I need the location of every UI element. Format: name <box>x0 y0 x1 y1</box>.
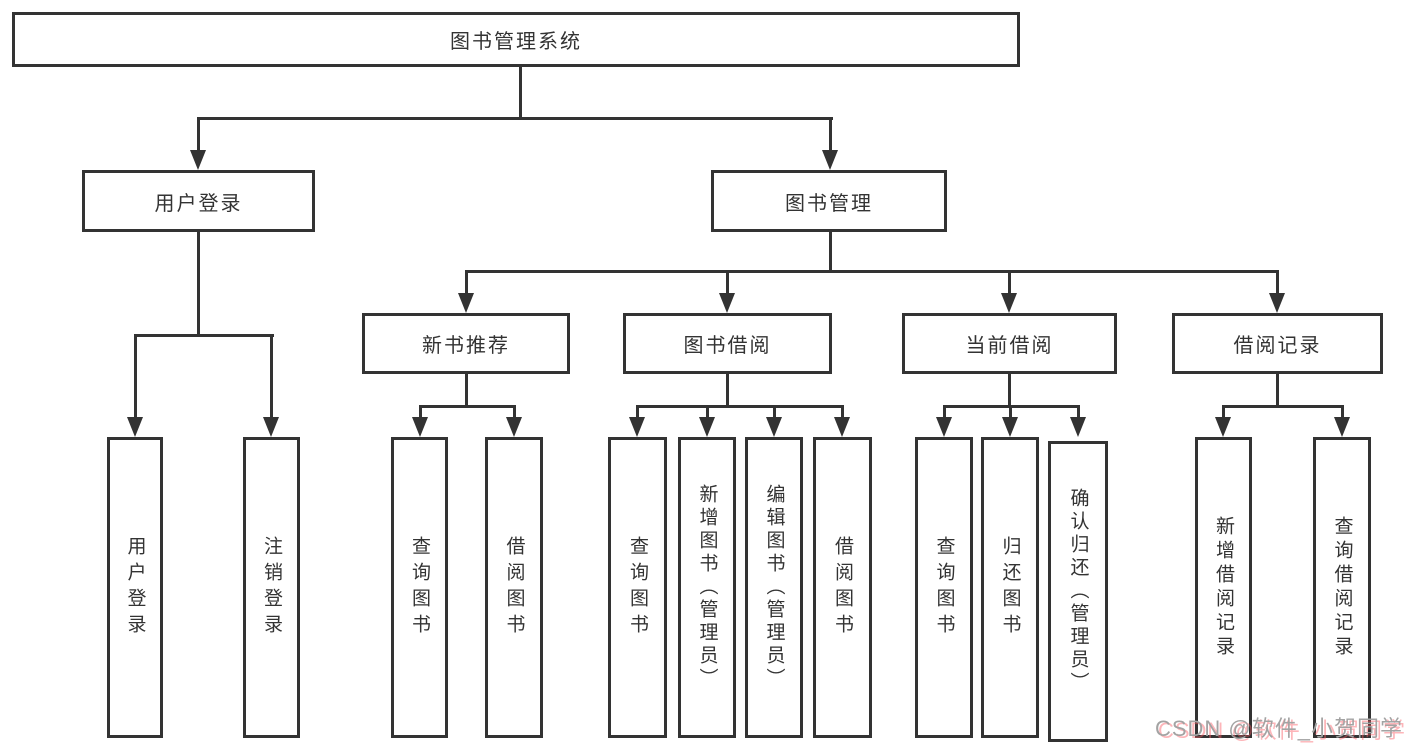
connector-line <box>197 232 200 337</box>
arrow-down-icon <box>1002 417 1018 437</box>
leaf-query-borrow-record: 查询借阅记录 <box>1313 437 1371 738</box>
connector-line <box>829 232 832 272</box>
arrow-down-icon <box>629 417 645 437</box>
arrow-down-icon <box>412 417 428 437</box>
connector-line <box>1009 405 1012 417</box>
node-user-login: 用户登录 <box>82 170 315 232</box>
leaf-label: 编辑图书（管理员） <box>763 484 785 691</box>
node-current-borrow: 当前借阅 <box>902 313 1117 374</box>
arrow-down-icon <box>834 417 850 437</box>
leaf-label: 新增借阅记录 <box>1213 515 1234 660</box>
arrow-down-icon <box>127 417 143 437</box>
leaf-user-login: 用户登录 <box>107 437 163 738</box>
connector-line <box>773 405 776 417</box>
connector-line <box>513 405 516 417</box>
node-book-borrow: 图书借阅 <box>623 313 832 374</box>
arrow-down-icon <box>766 417 782 437</box>
connector-line <box>1008 270 1011 293</box>
arrow-down-icon <box>263 417 279 437</box>
leaf-query-book-borrow: 查询图书 <box>608 437 667 738</box>
connector-line <box>1008 374 1011 408</box>
connector-line <box>134 334 137 417</box>
leaf-label: 查询图书 <box>627 535 648 640</box>
connector-line <box>419 405 422 417</box>
node-borrow-record: 借阅记录 <box>1172 313 1383 374</box>
leaf-logout: 注销登录 <box>243 437 300 738</box>
connector-line <box>1276 374 1279 408</box>
arrow-down-icon <box>936 417 952 437</box>
connector-line <box>726 270 729 293</box>
leaf-label: 借阅图书 <box>832 535 853 640</box>
leaf-add-borrow-record: 新增借阅记录 <box>1195 437 1252 738</box>
leaf-query-book-current: 查询图书 <box>915 437 973 738</box>
arrow-down-icon <box>1001 293 1017 313</box>
connector-line <box>1222 405 1344 408</box>
connector-line <box>519 67 522 119</box>
arrow-down-icon <box>719 293 735 313</box>
connector-line <box>1077 405 1080 417</box>
node-book-management: 图书管理 <box>711 170 947 232</box>
connector-line <box>1341 405 1344 417</box>
arrow-down-icon <box>1215 417 1231 437</box>
leaf-query-book-new: 查询图书 <box>391 437 448 738</box>
leaf-label: 查询借阅记录 <box>1331 515 1353 660</box>
connector-line <box>465 270 468 293</box>
arrow-down-icon <box>699 417 715 437</box>
leaf-label: 注销登录 <box>261 535 282 640</box>
leaf-label: 归还图书 <box>999 535 1021 640</box>
arrow-down-icon <box>458 293 474 313</box>
leaf-label: 新增图书（管理员） <box>696 484 718 691</box>
leaf-label: 查询图书 <box>409 535 430 640</box>
connector-line <box>706 405 709 417</box>
arrow-down-icon <box>1334 417 1350 437</box>
arrow-down-icon <box>506 417 522 437</box>
leaf-label: 借阅图书 <box>503 535 525 640</box>
leaf-edit-book-admin: 编辑图书（管理员） <box>745 437 803 738</box>
leaf-confirm-return-admin: 确认归还（管理员） <box>1048 441 1108 742</box>
arrow-down-icon <box>1070 417 1086 437</box>
connector-line <box>726 374 729 408</box>
arrow-down-icon <box>1269 293 1285 313</box>
connector-line <box>134 334 274 337</box>
connector-line <box>636 405 639 417</box>
leaf-return-book: 归还图书 <box>981 437 1039 738</box>
leaf-borrow-book-new: 借阅图书 <box>485 437 543 738</box>
connector-line <box>197 117 833 120</box>
connector-line <box>270 334 273 417</box>
leaf-label: 用户登录 <box>124 535 146 640</box>
connector-line <box>465 374 468 408</box>
connector-line <box>465 270 1279 273</box>
leaf-label: 查询图书 <box>933 535 955 640</box>
leaf-borrow-book: 借阅图书 <box>813 437 872 738</box>
connector-line <box>636 405 844 408</box>
arrow-down-icon <box>822 150 838 170</box>
connector-line <box>1222 405 1225 417</box>
leaf-label: 确认归还（管理员） <box>1067 488 1089 695</box>
connector-line <box>197 117 200 150</box>
node-new-book-recommend: 新书推荐 <box>362 313 570 374</box>
connector-line <box>841 405 844 417</box>
connector-line <box>943 405 946 417</box>
arrow-down-icon <box>190 150 206 170</box>
connector-line <box>1276 270 1279 293</box>
connector-line <box>829 117 832 150</box>
node-library-management-system: 图书管理系统 <box>12 12 1020 67</box>
leaf-add-book-admin: 新增图书（管理员） <box>678 437 736 738</box>
connector-line <box>419 405 516 408</box>
